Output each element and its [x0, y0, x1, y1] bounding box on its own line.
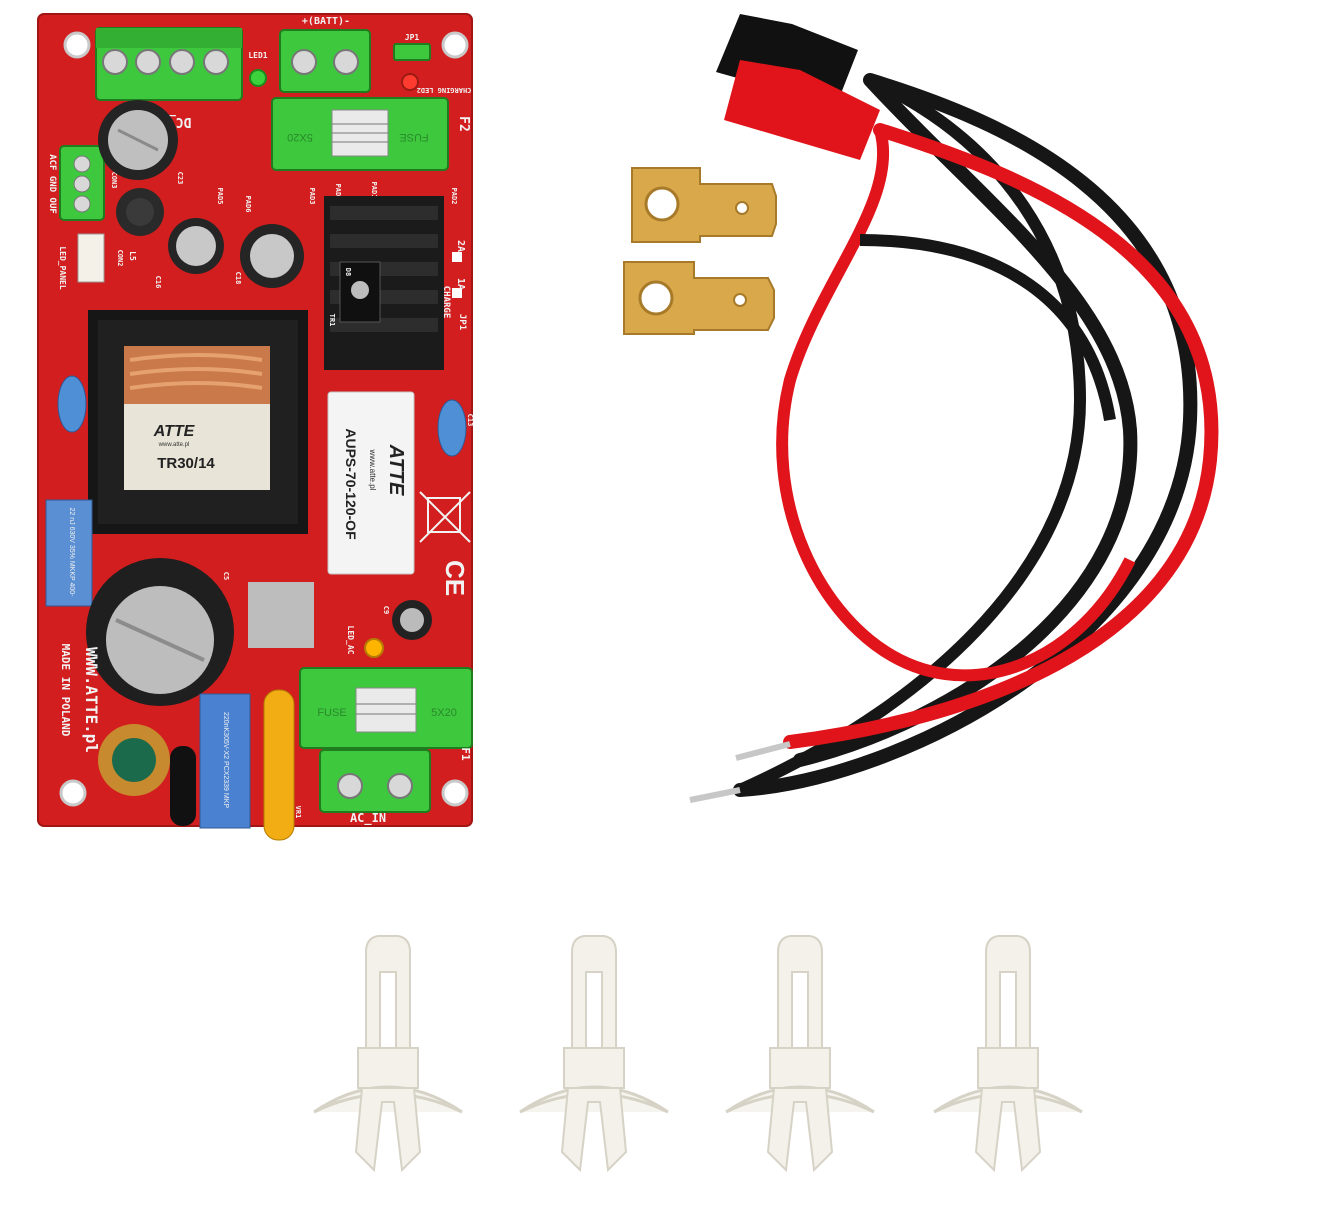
fuse-holder-f2 — [271, 97, 449, 171]
silk-led1: LED1 — [248, 51, 267, 60]
varistor-vr1 — [263, 689, 295, 841]
label-brand: ATTE — [385, 444, 407, 496]
red-wire-tip — [735, 741, 791, 761]
silk-jp1: JP1 — [457, 314, 467, 330]
model-label-sticker: ATTE www.atte.pl AUPS-70-120-OF — [327, 391, 415, 575]
silk-c9: C9 — [382, 606, 390, 614]
nylon-pcb-standoff — [312, 934, 464, 1172]
silk-fuse-f1: FUSE — [317, 707, 346, 719]
nylon-pcb-standoff — [724, 934, 876, 1172]
silk-led-panel: LED_PANEL — [58, 246, 67, 290]
silk-con3: CON3 — [110, 172, 118, 189]
brass-battery-terminal — [631, 167, 777, 243]
silk-f1: F1 — [459, 747, 472, 761]
silk-con2: CON2 — [116, 250, 124, 267]
silk-tr1: TR1 — [328, 314, 336, 327]
label-url: www.atte.pl — [368, 449, 377, 491]
brass-battery-terminal — [623, 261, 775, 335]
capacitor-c18 — [240, 224, 304, 288]
inductor-l5 — [116, 188, 164, 236]
y-capacitor-left — [57, 375, 87, 433]
inductor-black — [170, 746, 196, 826]
silk-made-in: MADE IN POLAND — [59, 644, 72, 737]
silk-size-f2: 5X20 — [287, 131, 313, 143]
charge-2a-box — [452, 252, 462, 262]
ac-in-terminal-block — [319, 749, 431, 813]
qr-code-blurred — [248, 582, 314, 648]
capacitor-c5 — [86, 558, 234, 706]
film-capacitor-c12 — [45, 499, 93, 607]
battery-cable-pair — [689, 14, 1219, 803]
red-wire — [783, 123, 1219, 749]
weee-bin-icon — [419, 491, 471, 543]
silk-batt: +(BATT)- — [302, 16, 350, 27]
transformer-brand: ATTE — [153, 423, 196, 440]
transformer-label: TR30/14 — [157, 455, 215, 472]
silk-pad2: PAD2 — [450, 188, 458, 205]
silk-c13: C13 — [466, 414, 474, 427]
silk-c16: C16 — [154, 276, 162, 289]
jp1-jumper — [393, 43, 431, 61]
led2-red — [401, 73, 419, 91]
mounting-hole — [441, 31, 469, 59]
silk-led-ac: LED_AC — [346, 626, 355, 655]
silk-pad1: PAD1 — [370, 182, 378, 199]
silk-pad3: PAD3 — [308, 188, 316, 205]
mounting-hole — [63, 31, 91, 59]
black-wire — [733, 73, 1198, 797]
x2-cap-text: 220nK305V-X2 PCX2339 MKP — [222, 712, 229, 808]
silk-jp1-top: JP1 — [405, 33, 420, 42]
silk-l5: L5 — [128, 251, 137, 261]
nylon-pcb-standoff — [932, 934, 1084, 1172]
silk-site: WWW.ATTE.pl — [82, 647, 101, 753]
silk-c5: C5 — [222, 572, 230, 580]
led-panel-connector — [77, 233, 105, 283]
mounting-hole — [441, 779, 469, 807]
toroid-inductor — [98, 724, 170, 796]
red-wire-loop — [776, 128, 1136, 682]
fuse-holder-f1 — [299, 667, 473, 749]
silk-charge: CHARGE — [441, 286, 451, 319]
capacitor-c23 — [98, 100, 178, 180]
silk-f2: F2 — [456, 116, 471, 132]
led1-green — [249, 69, 267, 87]
dc-out-terminal-block — [95, 27, 243, 101]
silk-c23: C23 — [176, 172, 184, 185]
silk-size-f1: 5X20 — [431, 707, 457, 719]
silk-d8: D8 — [344, 268, 352, 276]
black-wire-tip — [689, 787, 741, 803]
silk-pad5: PAD5 — [216, 188, 224, 205]
x2-film-capacitor — [199, 693, 251, 829]
silk-charge-2a: 2A — [455, 240, 466, 252]
power-supply-board: DC_OUT LED1 +(BATT)- JP1 CHARGING LED2 F… — [37, 13, 474, 841]
transformer-url: www.atte.pl — [158, 442, 190, 448]
mounting-hole — [59, 779, 87, 807]
silk-acf-gnd-ouf: ACF GND OUF — [47, 154, 57, 214]
red-spade-connector — [724, 60, 880, 160]
y-capacitor-c13 — [437, 399, 467, 457]
silk-c18: C18 — [234, 272, 242, 285]
label-model: AUPS-70-120-OF — [343, 428, 359, 540]
silk-charge-1a: 1A — [455, 278, 466, 290]
transformer-tr30: ATTE www.atte.pl TR30/14 — [88, 310, 308, 534]
capacitor-c16 — [168, 218, 224, 274]
ce-mark-icon: CE — [440, 560, 470, 596]
battery-terminal-block — [279, 29, 371, 93]
silk-pad4: PAD4 — [334, 184, 342, 201]
silk-ac-in: AC_IN — [350, 811, 386, 826]
led-ac-yellow — [364, 638, 384, 658]
charge-1a-box — [452, 288, 462, 298]
silk-vr1: VR1 — [294, 806, 302, 819]
film-cap-text: 22 nJ 630V 35% MKKP 400- — [68, 508, 75, 598]
silk-led2-charging: CHARGING LED2 — [417, 86, 472, 94]
nylon-pcb-standoff — [518, 934, 670, 1172]
heatsink — [324, 196, 444, 370]
silk-pad6: PAD6 — [244, 196, 252, 213]
silk-fuse-f2: FUSE — [399, 131, 428, 143]
